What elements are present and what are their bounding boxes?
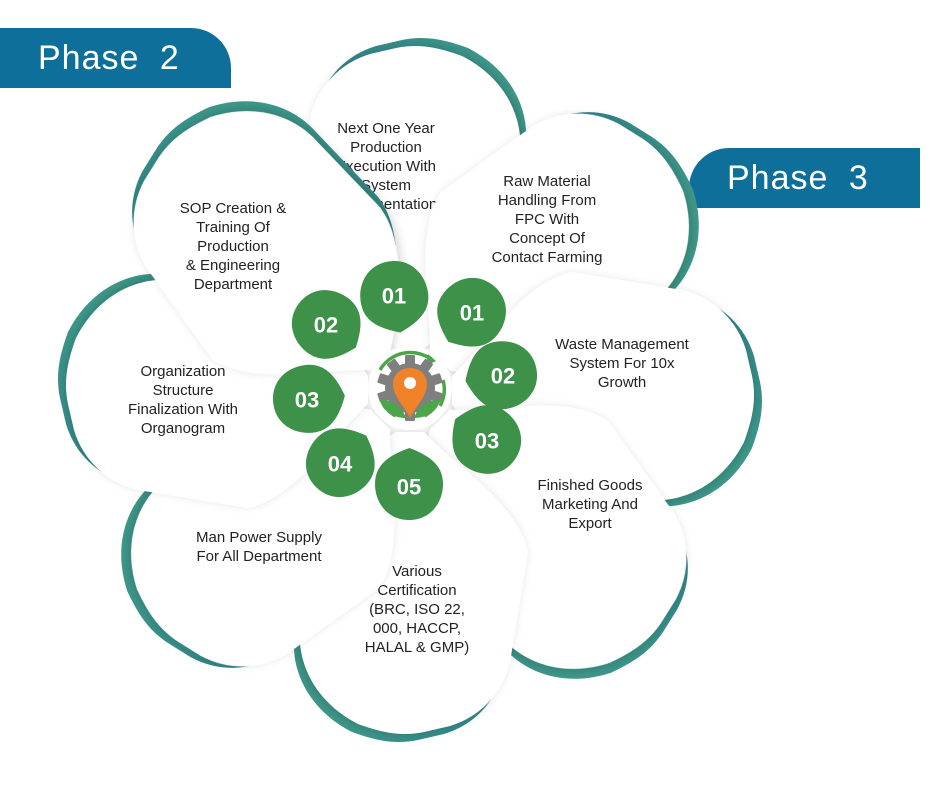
petal-text-line: SOP Creation &: [180, 200, 286, 217]
petal-text-line: Execution With: [336, 158, 436, 175]
number-bubble-p2-03: 03: [273, 364, 345, 433]
petal-text-line: Training Of: [196, 219, 270, 236]
phase-2-tab: Phase 2: [0, 28, 231, 88]
number-bubble-p2-04: 04: [306, 428, 375, 497]
number-label-p3-01: 01: [460, 301, 484, 326]
gear-location-pin-leaves-icon: [368, 346, 452, 430]
petal-text-line: Marketing And: [542, 496, 638, 513]
petal-text-line: Various: [392, 563, 442, 580]
number-bubble-shape: [437, 277, 506, 347]
petal-text-line: Organogram: [141, 420, 225, 437]
petal-text-line: System: [361, 177, 411, 194]
number-bubble-shape: [375, 448, 444, 520]
petal-text-line: Production: [350, 139, 422, 156]
petal-text-line: Handling From: [498, 192, 596, 209]
phase-2-label: Phase 2: [38, 38, 180, 77]
petal-text-line: Production: [197, 238, 269, 255]
petal-text-line: Certification: [377, 582, 456, 599]
petal-text-line: Growth: [598, 374, 646, 391]
number-bubble-p2-02: 02: [291, 290, 361, 359]
number-label-p2-04: 04: [328, 452, 353, 477]
number-bubble-p3-03: 03: [452, 405, 522, 474]
number-label-p2-01: 01: [382, 284, 406, 309]
number-bubble-p3-02: 02: [465, 341, 538, 410]
number-bubble-p3-01: 01: [437, 277, 506, 347]
petal-text-line: 000, HACCP,: [373, 620, 461, 637]
petal-text-line: Next One Year: [337, 120, 435, 137]
petal-text-line: Export: [568, 515, 612, 532]
petal-text-line: Raw Material: [503, 173, 591, 190]
number-label-p3-03: 03: [475, 429, 499, 454]
number-bubble-p2-05: 05: [375, 448, 444, 520]
center-logo: [368, 346, 452, 430]
petal-text-line: Finalization With: [128, 401, 238, 418]
petal-text-line: Organization: [140, 363, 225, 380]
petal-text-line: Contact Farming: [492, 249, 603, 266]
petal-text-line: Man Power Supply: [196, 529, 322, 546]
petal-text-line: HALAL & GMP): [365, 639, 469, 656]
petal-text-line: System For 10x: [569, 355, 675, 372]
petal-text-line: (BRC, ISO 22,: [369, 601, 465, 618]
number-label-p2-05: 05: [397, 475, 421, 500]
petal-text-line: FPC With: [515, 211, 579, 228]
number-bubble-shape: [452, 405, 522, 474]
number-bubble-layer: 01 01 02 03 05 04 03 02: [273, 260, 538, 520]
number-label-p2-02: 02: [314, 313, 338, 338]
petal-text-line: For All Department: [196, 548, 322, 565]
number-bubble-shape: [360, 260, 429, 333]
phase-3-label: Phase 3: [727, 158, 869, 197]
petal-text-line: Waste Management: [555, 336, 690, 353]
number-bubble-p2-01: 01: [360, 260, 429, 333]
petal-text-line: Department: [194, 276, 273, 293]
petal-text-p2-02: SOP Creation & Training Of Production & Eng…: [180, 200, 286, 293]
number-bubble-shape: [465, 341, 538, 410]
number-bubble-shape: [306, 428, 375, 497]
petal-text-line: Structure: [153, 382, 214, 399]
phase-3-tab: Phase 3: [689, 148, 920, 208]
number-label-p2-03: 03: [295, 388, 319, 413]
petal-text-line: & Engineering: [186, 257, 280, 274]
petal-text-line: Concept Of: [509, 230, 586, 247]
number-bubble-shape: [273, 364, 345, 433]
petal-text-line: Finished Goods: [537, 477, 642, 494]
number-bubble-shape: [291, 290, 361, 359]
number-label-p3-02: 02: [491, 364, 515, 389]
